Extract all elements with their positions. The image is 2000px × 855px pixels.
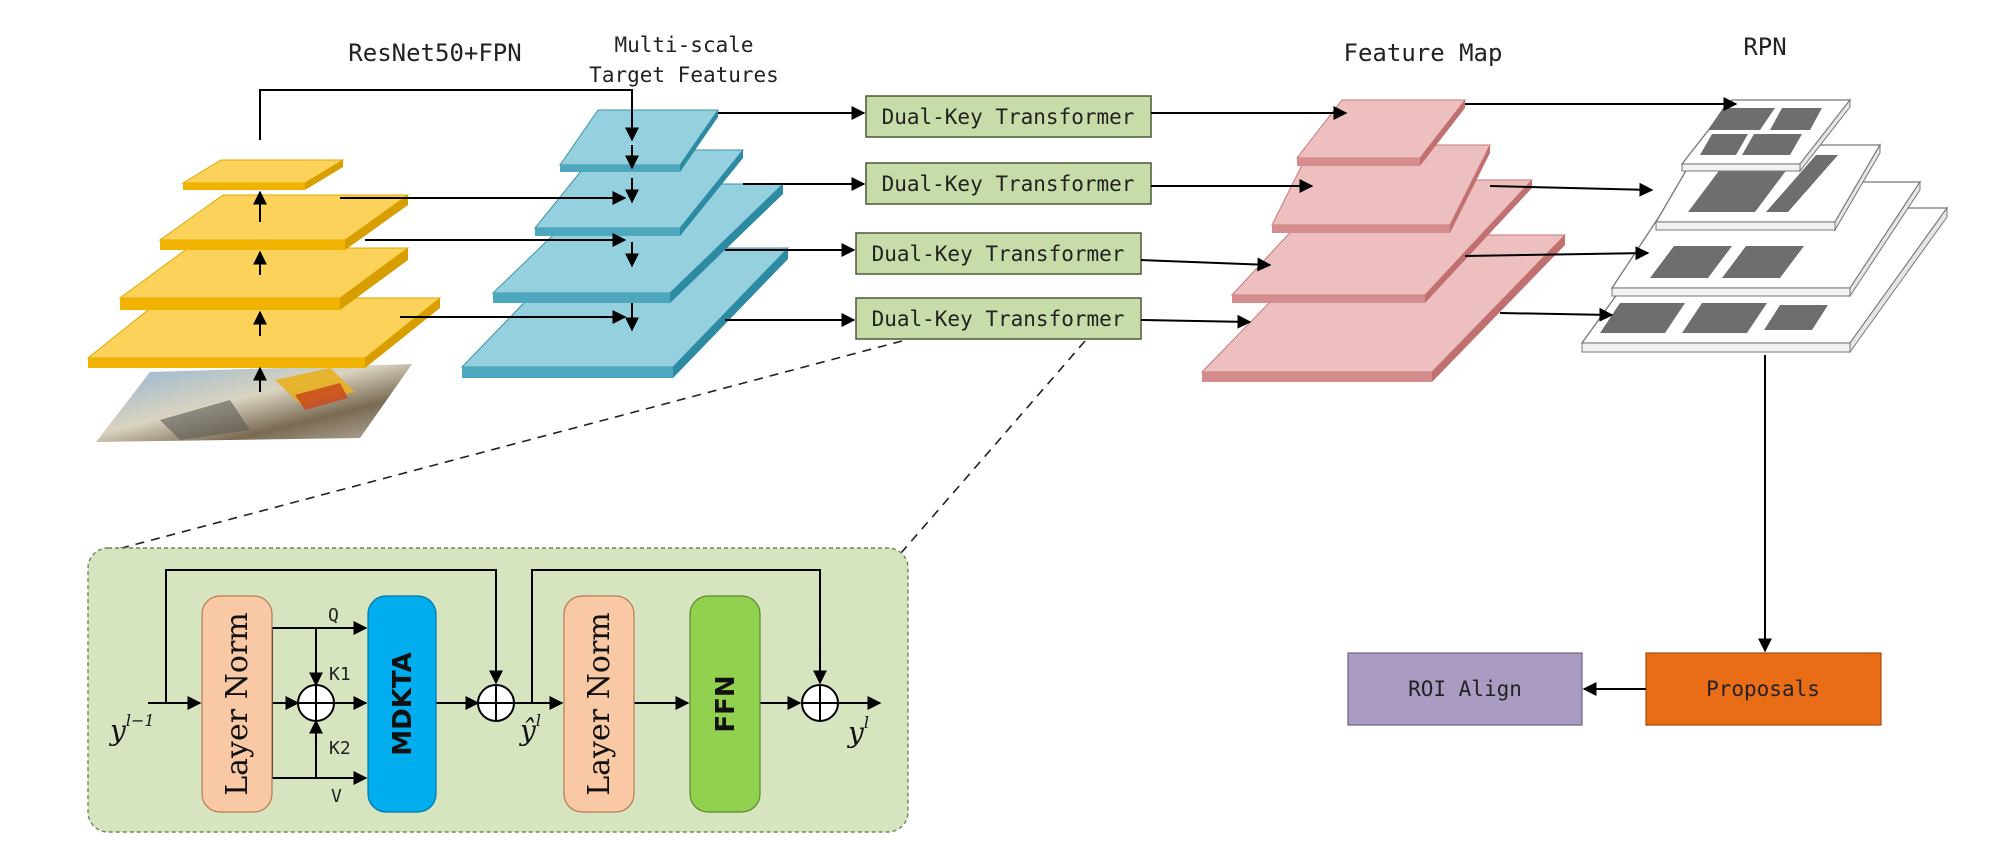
layer-norm-block-1: Layer Norm — [201, 595, 273, 813]
ffn-block: FFN — [689, 595, 761, 813]
backbone-title: ResNet50+FPN — [348, 39, 521, 67]
backbone-layer — [158, 194, 410, 250]
feature-map-layers — [1200, 99, 1567, 382]
transformer-label: Dual-Key Transformer — [872, 307, 1125, 331]
backbone-layers — [86, 159, 442, 368]
transformer-boxes: Dual-Key Transformer Dual-Key Transforme… — [855, 95, 1152, 340]
feature-to-rpn-arrows — [1464, 97, 1738, 322]
roi-align-box: ROI Align — [1347, 652, 1583, 726]
input-label: yl−1 — [108, 711, 155, 747]
mdkta-block: MDKTA — [367, 595, 437, 813]
backbone-layer — [86, 297, 442, 368]
lateral-connections — [259, 89, 639, 324]
svg-text:FFN: FFN — [711, 675, 741, 732]
transformer-box: Dual-Key Transformer — [855, 297, 1142, 340]
transformer-to-feature-arrows — [1140, 106, 1348, 329]
k1-label: K1 — [329, 664, 351, 685]
proposals-label: Proposals — [1706, 677, 1820, 701]
target-to-transformer-arrows — [718, 106, 866, 327]
backbone-layer — [118, 247, 410, 310]
targets-title-line2: Target Features — [589, 63, 779, 87]
roi-align-label: ROI Align — [1408, 677, 1522, 701]
transformer-box: Dual-Key Transformer — [865, 95, 1152, 138]
rpn-title: RPN — [1743, 33, 1786, 61]
output-label: yl — [846, 713, 869, 749]
input-image — [96, 364, 412, 442]
transformer-box: Dual-Key Transformer — [855, 232, 1142, 275]
svg-text:MDKTA: MDKTA — [388, 652, 418, 755]
transformer-label: Dual-Key Transformer — [882, 172, 1135, 196]
intermediate-label: ŷl — [518, 711, 541, 747]
svg-text:Layer Norm: Layer Norm — [220, 612, 255, 796]
backbone-layer — [181, 159, 345, 190]
proposals-box: Proposals — [1645, 652, 1882, 726]
feature-map-title: Feature Map — [1344, 39, 1503, 67]
target-feature-layers — [460, 109, 790, 378]
layer-norm-block-2: Layer Norm — [563, 595, 635, 813]
add-circle — [297, 684, 335, 722]
add-circle — [801, 684, 839, 722]
q-label: Q — [328, 605, 339, 626]
target-layer — [559, 109, 719, 172]
target-layer — [460, 247, 790, 378]
rpn-layers — [1580, 98, 1949, 354]
targets-title-line1: Multi-scale — [614, 33, 753, 57]
add-circle — [477, 684, 515, 722]
transformer-detail-panel: Layer Norm MDKTA Layer Norm FFN Q K1 K2 … — [87, 547, 909, 833]
svg-text:Layer Norm: Layer Norm — [582, 612, 617, 796]
v-label: V — [331, 786, 342, 807]
k2-label: K2 — [329, 738, 351, 759]
zoom-lines — [102, 340, 1086, 554]
transformer-label: Dual-Key Transformer — [882, 105, 1135, 129]
rpn-layer — [1680, 98, 1852, 173]
transformer-label: Dual-Key Transformer — [872, 242, 1125, 266]
transformer-box: Dual-Key Transformer — [865, 162, 1152, 205]
